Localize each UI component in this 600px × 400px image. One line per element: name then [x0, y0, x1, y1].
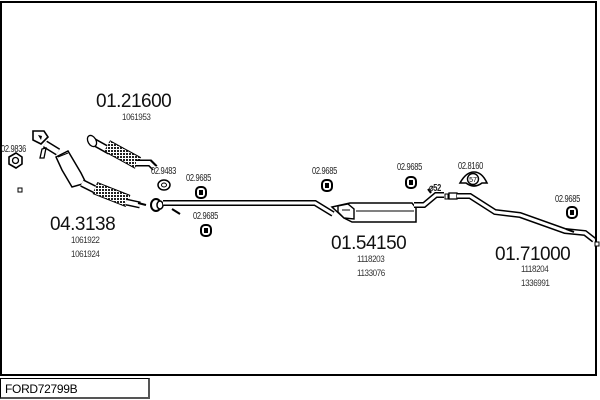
clamp-icon[interactable]: 57	[458, 171, 489, 187]
rear-pipe-drawing[interactable]	[444, 192, 600, 247]
ref-rear-pipe-1: 1118204	[521, 264, 549, 275]
gasket-flange-icon[interactable]	[157, 179, 171, 191]
accessory-code-gasket-manifold[interactable]: 02.9836	[1, 144, 27, 155]
accessory-code-hanger-3[interactable]: 02.9685	[312, 166, 338, 177]
hanger-icon[interactable]	[405, 176, 417, 189]
front-pipe-drawing[interactable]	[86, 134, 158, 171]
part-number-catalytic-converter[interactable]: 04.3138	[50, 214, 116, 235]
hanger-icon[interactable]	[195, 186, 207, 199]
accessory-code-hanger-2[interactable]: 02.9685	[193, 211, 219, 222]
middle-silencer-drawing[interactable]	[150, 188, 444, 223]
part-number-front-pipe[interactable]: 01.21600	[96, 91, 172, 112]
clamp-size-label: 57	[469, 177, 477, 184]
bolt-icon	[17, 187, 23, 193]
accessory-code-hanger-5[interactable]: 02.9685	[555, 194, 581, 205]
hanger-icon[interactable]	[200, 224, 212, 237]
ref-catalytic-converter-2: 1061924	[71, 249, 100, 260]
diagram-code-label: FORD72799B	[0, 378, 150, 399]
catalytic-converter-drawing[interactable]	[32, 130, 147, 209]
ref-front-pipe-1: 1061953	[122, 112, 151, 123]
diagram-frame	[0, 1, 597, 376]
accessory-code-clamp[interactable]: 02.8160	[458, 161, 484, 172]
gasket-manifold-icon[interactable]	[8, 152, 23, 169]
accessory-code-hanger-1[interactable]: 02.9685	[186, 173, 212, 184]
part-number-middle-silencer[interactable]: 01.54150	[331, 233, 407, 254]
hanger-icon[interactable]	[566, 206, 578, 219]
accessory-code-hanger-4[interactable]: 02.9685	[397, 162, 423, 173]
ref-rear-pipe-2: 1336991	[521, 278, 550, 289]
ref-middle-silencer-2: 1133076	[357, 268, 385, 279]
part-number-rear-pipe[interactable]: 01.71000	[495, 244, 571, 265]
accessory-code-gasket-flange[interactable]: 02.9483	[151, 166, 177, 177]
diameter-label: ⌀52	[429, 183, 441, 194]
ref-middle-silencer-1: 1118203	[357, 254, 385, 265]
hanger-icon[interactable]	[321, 179, 333, 192]
ref-catalytic-converter-1: 1061922	[71, 235, 100, 246]
